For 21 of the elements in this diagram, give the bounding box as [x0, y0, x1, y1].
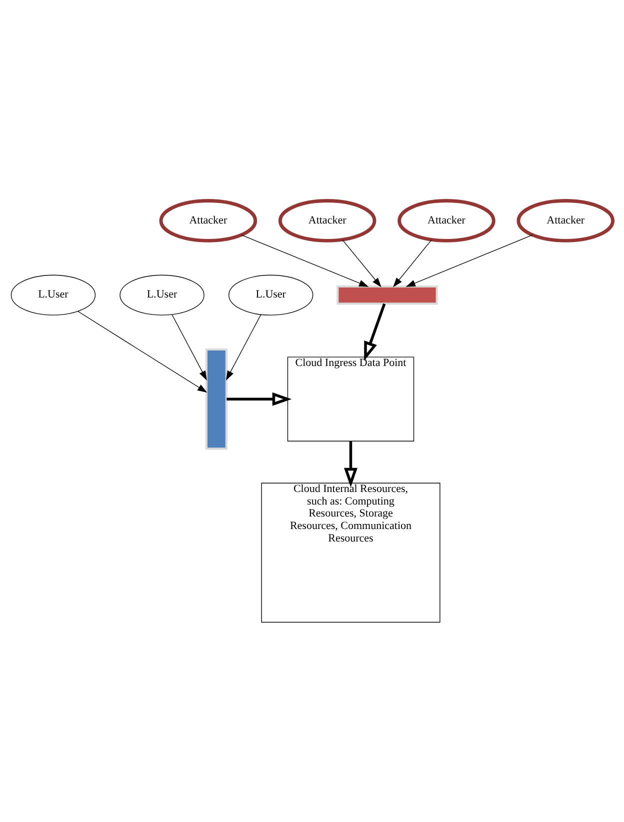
node-bar: [205, 348, 228, 450]
arrow: [78, 310, 208, 392]
node-bar: [336, 284, 438, 304]
node-ellipse: Attacker: [278, 198, 376, 242]
arrow: [226, 314, 262, 380]
node-box: Cloud Ingress Data Point: [287, 356, 414, 441]
node-ellipse: L.User: [10, 274, 96, 315]
arrow: [241, 234, 369, 286]
node-ellipse: Attacker: [398, 198, 496, 242]
arrow: [364, 302, 386, 360]
arrow: [342, 239, 382, 287]
node-box: Cloud Internal Resources, such as: Computing Resources, Storage Resources, Communication Resources: [261, 482, 440, 622]
node-ellipse: L.User: [228, 274, 314, 315]
node-ellipse: L.User: [120, 274, 204, 315]
arrow: [172, 314, 207, 380]
arrow: [344, 440, 358, 487]
node-ellipse: Attacker: [159, 198, 258, 242]
arrow: [393, 239, 432, 287]
node-ellipse: Attacker: [516, 198, 615, 242]
arrow: [406, 234, 533, 286]
arrow: [226, 392, 292, 406]
